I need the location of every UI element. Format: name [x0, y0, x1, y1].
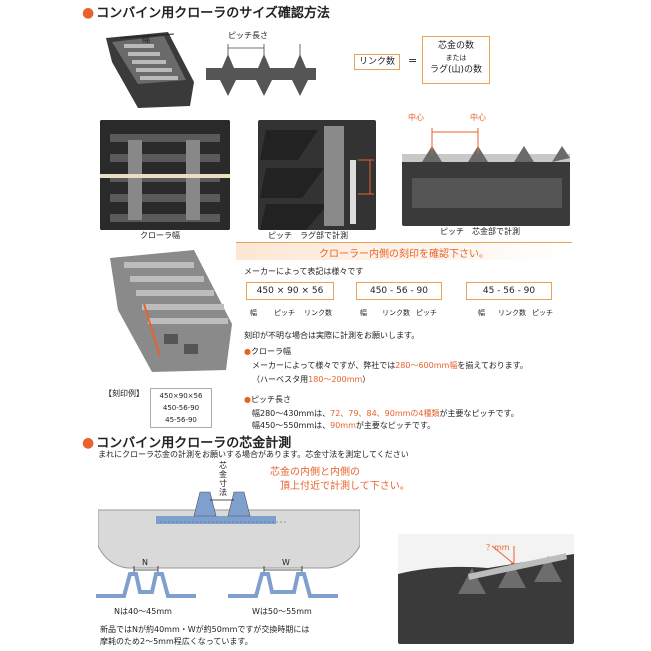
crawler-width-measure-photo [100, 120, 230, 230]
pitch-line2: 幅450～550mmは、90mmが主要なピッチです。 [252, 420, 435, 431]
equals-sign: = [408, 54, 418, 67]
format-label: 幅 [478, 309, 485, 317]
core-lug-box: 芯金の数 または ラグ(山)の数 [422, 36, 490, 84]
footer-line: 摩耗のため2～5mm程広くなっています。 [100, 637, 253, 646]
text-span: （ハーベスタ用 [252, 375, 309, 384]
pitch-diagram [206, 44, 316, 96]
marking-banner-text: クローラー内側の刻印を確認下さい。 [319, 249, 489, 260]
bullet-icon: ● [82, 5, 95, 21]
crawler-width-photo [98, 22, 198, 110]
example-line: 450×90×56 [159, 392, 203, 400]
example-box: 450×90×56 450-56-90 45-56-90 [150, 388, 212, 428]
format-label: ピッチ [274, 309, 295, 317]
core-section-diagram [98, 491, 360, 569]
w-diagram [228, 566, 338, 598]
core-measure-photo [398, 534, 574, 644]
n-range: Nは40～45mm [114, 607, 172, 616]
vertical-char: 法 [219, 488, 227, 497]
text-span: が主要なピッチです。 [439, 409, 519, 418]
text-span: 幅450～550mmは、 [252, 421, 331, 430]
w-label: W [282, 558, 290, 567]
format-labels-3: 幅 リンク数 ピッチ [478, 308, 553, 318]
format-label: 幅 [250, 309, 257, 317]
section2-intro: まれにクローラ芯金の計測をお願いする場合があります。芯金寸法を測定してください [98, 450, 409, 459]
format-label: 幅 [360, 309, 367, 317]
caption-pitch-lug: ピッチ ラグ部で計測 [268, 231, 348, 240]
link-count-text: リンク数 [358, 57, 395, 67]
format-labels-1: 幅 ピッチ リンク数 [250, 308, 332, 318]
q-mm-label: ？mm [486, 543, 510, 552]
center-left-label: 中心 [408, 113, 424, 122]
section2-heading-text: コンバイン用クローラの芯金計測 [96, 436, 292, 451]
section1-heading: ●コンバイン用クローラのサイズ確認方法 [82, 2, 330, 21]
footer-note: 新品ではNが約40mm・Wが約50mmですが交換時期には 摩耗のため2～5mm程… [100, 624, 309, 648]
vertical-char: 金 [219, 470, 227, 479]
core-count-text: 芯金の数 [437, 41, 474, 51]
format-label: ピッチ [532, 309, 553, 317]
text-span: ） [362, 375, 371, 384]
lug-count-text: ラグ(山)の数 [429, 65, 483, 75]
note-line: 芯金の内側と内側の [270, 467, 360, 478]
format-label: ピッチ [416, 309, 437, 317]
crawler-marking-photo [104, 244, 238, 374]
maker-note: メーカーによって表記は様々です [244, 267, 364, 276]
vertical-char: 芯 [219, 461, 227, 470]
section2-heading: ●コンバイン用クローラの芯金計測 [82, 432, 291, 451]
text-span: が主要なピッチです。 [355, 421, 436, 430]
format-label: リンク数 [304, 309, 332, 317]
crawler-width-line2: （ハーベスタ用180～200mm） [252, 374, 370, 385]
n-label: N [142, 558, 148, 567]
marking-banner: クローラー内側の刻印を確認下さい。 [236, 242, 572, 260]
bullet-icon: ● [82, 435, 95, 451]
unclear-note: 刻印が不明な場合は実際に計測をお願いします。 [244, 331, 420, 340]
format-label: リンク数 [382, 309, 410, 317]
pitch-lug-photo [258, 120, 376, 230]
format-box-3: 45 - 56 - 90 [466, 282, 552, 300]
crawler-width-title: ●クローラ幅 [244, 346, 291, 357]
format-labels-2: 幅 リンク数 ピッチ [360, 308, 437, 318]
w-range: Wは50～55mm [252, 607, 312, 616]
format-box-2: 450 - 56 - 90 [356, 282, 442, 300]
text-span-highlight: 90mm [330, 421, 356, 430]
format-value-1: 450 × 90 × 56 [256, 286, 324, 296]
caption-pitch-core: ピッチ 芯金部で計測 [440, 227, 520, 236]
pitch-title: ●ピッチ長さ [244, 394, 291, 405]
text-span-highlight: 72、79、84、90mmの4種類 [330, 409, 440, 418]
center-right-label: 中心 [470, 113, 486, 122]
core-dimension-vertical-label: 芯 金 寸 法 [217, 461, 229, 497]
example-label: 【刻印例】 [104, 389, 144, 398]
text-span-highlight: 180～200mm [308, 375, 363, 384]
vertical-char: 寸 [219, 479, 227, 488]
format-box-1: 450 × 90 × 56 [246, 282, 334, 300]
example-line: 45-56-90 [165, 416, 197, 424]
pitch-line1: 幅280～430mmは、72、79、84、90mmの4種類が主要なピッチです。 [252, 408, 519, 419]
example-line: 450-56-90 [162, 404, 200, 412]
bullet-icon: ● [244, 395, 251, 404]
n-diagram [96, 566, 196, 598]
crawler-width-title-text: クローラ幅 [250, 347, 291, 356]
crawler-width-line1: メーカーによって様々ですが、弊社では280～600mm幅を揃えております。 [252, 360, 528, 371]
text-span: メーカーによって様々ですが、弊社では [252, 361, 396, 370]
width-label: 幅 [142, 35, 150, 44]
or-text: または [445, 54, 467, 62]
pitch-core-photo [402, 118, 570, 226]
link-count-box: リンク数 [354, 54, 400, 70]
caption-width: クローラ幅 [140, 231, 180, 240]
text-span-highlight: 280～600mm幅 [395, 361, 458, 370]
format-label: リンク数 [498, 309, 526, 317]
pitch-label: ピッチ長さ [228, 31, 268, 40]
note-line: 頂上付近で計測して下さい。 [280, 481, 410, 492]
footer-line: 新品ではNが約40mm・Wが約50mmですが交換時期には [100, 625, 310, 634]
text-span: を揃えております。 [457, 361, 528, 370]
pitch-title-text: ピッチ長さ [250, 395, 291, 404]
format-value-3: 45 - 56 - 90 [482, 286, 536, 296]
bullet-icon: ● [244, 347, 251, 356]
text-span: 幅280～430mmは、 [252, 409, 331, 418]
measure-note: 芯金の内側と内側の 頂上付近で計測して下さい。 [270, 466, 410, 494]
section1-heading-text: コンバイン用クローラのサイズ確認方法 [96, 6, 330, 21]
format-value-2: 450 - 56 - 90 [369, 286, 429, 296]
